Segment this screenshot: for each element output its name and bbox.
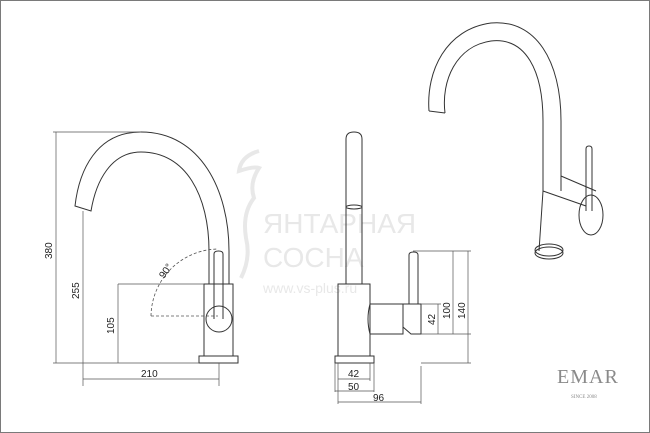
perspective-spout xyxy=(428,22,562,191)
side-handle-body xyxy=(367,303,404,335)
front-view: 90° 380 255 105 210 xyxy=(44,131,239,386)
side-spout-ring xyxy=(345,204,363,210)
perspective-spout-tip xyxy=(428,110,446,114)
perspective-view xyxy=(428,22,604,260)
front-base-plate xyxy=(198,355,239,364)
side-view: 42 100 140 42 50 96 xyxy=(334,131,471,404)
perspective-base xyxy=(534,246,564,260)
dim-lever-height: 105 xyxy=(106,317,117,334)
watermark: ЯНТАРНАЯ СОСНА www.vs-plus.ru xyxy=(236,149,416,296)
dim-line-42-handle xyxy=(421,303,471,335)
side-body xyxy=(337,283,371,357)
brand-name: EMAR xyxy=(557,366,619,388)
front-body xyxy=(203,283,234,357)
lever-rotation-arc xyxy=(150,248,219,317)
dim-body-dia: 42 xyxy=(348,369,360,380)
dim-handle-axis-height: 100 xyxy=(442,302,453,319)
perspective-handle-cap xyxy=(578,194,604,236)
side-lever xyxy=(408,251,419,304)
dim-line-140 xyxy=(421,251,471,364)
brand-tagline: SINCE 2008 xyxy=(571,395,597,400)
dim-lines-bottom xyxy=(334,363,422,404)
dim-base-dia: 50 xyxy=(348,382,360,393)
dim-depth: 96 xyxy=(373,393,385,404)
dim-line-100 xyxy=(413,250,471,334)
perspective-handle-body xyxy=(542,175,597,207)
perspective-body xyxy=(538,176,562,252)
dim-lever-top-height: 140 xyxy=(457,302,468,319)
perspective-lever xyxy=(585,145,593,211)
front-spout xyxy=(74,131,230,284)
dim-spout-height: 255 xyxy=(71,282,82,299)
dim-reach: 210 xyxy=(141,369,158,380)
watermark-line1: ЯНТАРНАЯ xyxy=(263,208,416,239)
side-spout-tube xyxy=(345,131,363,284)
dim-lever-angle: 90° xyxy=(157,262,175,281)
emar-logo: EMAR SINCE 2008 xyxy=(557,366,619,400)
watermark-line2: СОСНА xyxy=(263,242,364,273)
dim-line-380 xyxy=(53,131,199,364)
side-base-plate xyxy=(334,355,375,364)
watermark-url: www.vs-plus.ru xyxy=(262,280,357,296)
dim-line-210 xyxy=(83,363,220,386)
dim-handle-dia: 42 xyxy=(427,313,438,325)
dim-total-height: 380 xyxy=(44,242,55,259)
side-handle-cap xyxy=(402,303,422,335)
front-lever xyxy=(213,250,224,319)
dim-line-105 xyxy=(117,283,204,363)
perspective-base-top xyxy=(534,243,564,257)
watermark-tree-icon xyxy=(236,149,263,279)
front-handle-circle xyxy=(205,305,233,333)
